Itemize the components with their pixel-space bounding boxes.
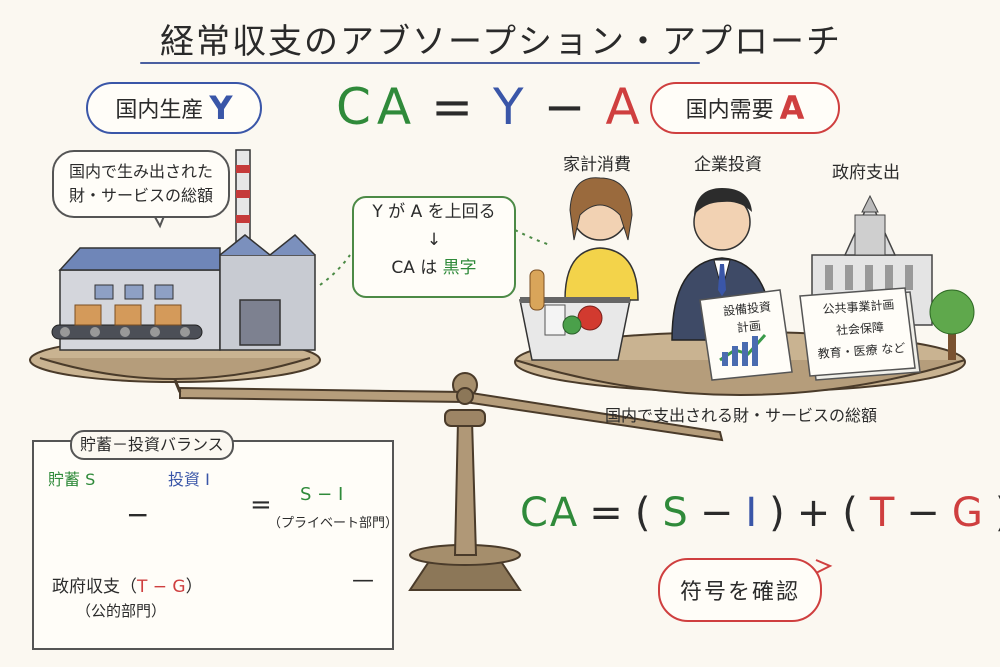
f2-rp1: ) bbox=[769, 490, 787, 536]
condition-surplus: 黒字 bbox=[442, 258, 477, 278]
output-line1: 国内で生み出された bbox=[68, 162, 213, 181]
condition-prefix: CA は bbox=[391, 258, 438, 278]
f2-m2: − bbox=[906, 490, 942, 536]
government-doc-text: 公共事業計画 社会保障 教育・医療 など bbox=[808, 293, 912, 366]
gov-suffix: ） bbox=[185, 577, 203, 597]
savings-label: 貯蓄 S bbox=[48, 470, 96, 489]
savings-investment-title: 貯蓄－投資バランス bbox=[70, 430, 234, 460]
condition-arrow: ↓ bbox=[426, 230, 442, 250]
private-balance-formula: S − I bbox=[300, 484, 344, 505]
eq-ca: CA bbox=[336, 78, 418, 136]
government-documents-icon bbox=[799, 287, 921, 381]
f2-eq: = bbox=[589, 490, 625, 536]
f2-m1: − bbox=[699, 490, 736, 536]
domestic-output-symbol: Y bbox=[209, 89, 233, 127]
f2-plus: + bbox=[796, 490, 833, 536]
f2-t: T bbox=[869, 490, 897, 536]
balance-equals: = bbox=[250, 490, 272, 520]
output-description-bubble: 国内で生み出された 財・サービスの総額 bbox=[52, 150, 230, 218]
domestic-demand-symbol: A bbox=[779, 89, 805, 127]
check-bubble-mark bbox=[811, 559, 833, 576]
eq-equals: = bbox=[431, 78, 480, 136]
surplus-condition-box: Y が A を上回る ↓ CA は 黒字 bbox=[352, 196, 516, 298]
government-spending-label: 政府支出 bbox=[832, 163, 900, 183]
factory-icon bbox=[51, 149, 316, 351]
investment-plan-document bbox=[699, 289, 793, 381]
eq-a: A bbox=[605, 78, 646, 136]
household-person-icon bbox=[519, 177, 639, 361]
condition-line1: Y が A を上回る bbox=[372, 202, 496, 222]
eq-y: Y bbox=[493, 78, 530, 136]
f2-lp1: ( bbox=[634, 490, 653, 536]
tree-icon bbox=[929, 289, 975, 360]
business-investment-label: 企業投資 bbox=[694, 155, 762, 175]
domestic-demand-text: 国内需要 bbox=[685, 98, 774, 123]
f2-i: I bbox=[745, 490, 760, 536]
demand-caption: 国内で支出される財・サービスの総額 bbox=[605, 406, 878, 425]
check-sign-bubble: 符号を確認 bbox=[658, 558, 822, 622]
domestic-output-label: 国内生産 Y bbox=[86, 82, 262, 134]
f2-lp2: ( bbox=[842, 490, 860, 536]
page-title: 経常収支のアブソープション・アプローチ bbox=[160, 22, 842, 62]
investment-label: 投資 I bbox=[168, 470, 210, 489]
scale-icon bbox=[179, 372, 724, 591]
investment-doc-text: 設備投資 計画 bbox=[714, 297, 781, 339]
public-sector-note: （公的部門） bbox=[76, 602, 167, 620]
household-consumption-label: 家計消費 bbox=[563, 155, 631, 175]
condition-line2: CA は 黒字 bbox=[354, 254, 514, 282]
output-line2: 財・サービスの総額 bbox=[68, 186, 213, 205]
government-balance-label: 政府収支（T − G） bbox=[52, 572, 203, 597]
main-equation: CA = Y − A bbox=[336, 78, 646, 136]
gov-formula: T − G bbox=[137, 577, 186, 597]
f2-rp2: ) bbox=[995, 490, 1000, 536]
connector-right bbox=[514, 229, 551, 246]
title-underline bbox=[140, 62, 700, 64]
government-balance-dash: — bbox=[352, 568, 374, 593]
balance-minus: − bbox=[126, 498, 150, 531]
gov-prefix: 政府収支（ bbox=[52, 577, 137, 597]
private-sector-note: （プライベート部門） bbox=[268, 516, 399, 531]
identity-formula: CA = ( S − I ) + ( T − G ) bbox=[520, 490, 1000, 536]
domestic-output-text: 国内生産 bbox=[115, 98, 204, 123]
savings-investment-box bbox=[32, 440, 394, 650]
domestic-demand-label: 国内需要 A bbox=[650, 82, 840, 134]
f2-g: G bbox=[951, 490, 985, 536]
f2-s: S bbox=[662, 490, 690, 536]
f2-ca: CA bbox=[520, 490, 580, 536]
eq-minus: − bbox=[543, 78, 592, 136]
connector-left bbox=[319, 254, 351, 286]
